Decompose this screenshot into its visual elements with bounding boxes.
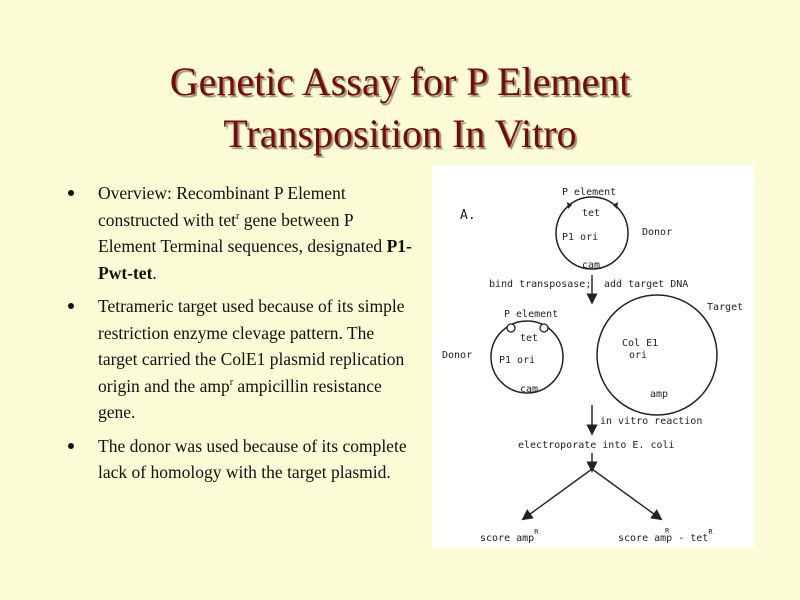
bullet-dot — [68, 442, 74, 449]
donor2-plasmid-circle — [490, 320, 564, 394]
bullet-dot — [68, 303, 74, 309]
slide-title: Genetic Assay for P Element Transpositio… — [40, 56, 760, 160]
result-left: score ampR — [480, 528, 539, 544]
step1-right-label: add target DNA — [604, 279, 688, 290]
step2-label: in vitro reaction — [600, 416, 702, 427]
title-line-2: Transposition In Vitro — [223, 111, 577, 156]
donor1-p-element-label: P element — [562, 187, 616, 198]
branch-arrow-right — [591, 468, 663, 521]
donor2-ori-label: P1 ori — [499, 355, 535, 366]
donor1-label: Donor — [642, 227, 672, 238]
target-label: Target — [707, 302, 743, 313]
donor1-cam-label: cam — [582, 260, 600, 271]
donor1-plasmid-circle — [555, 196, 629, 270]
target-ori-line2: ori — [629, 350, 647, 361]
panel-label: A. — [460, 208, 476, 223]
donor2-p-element-label: P element — [504, 309, 558, 320]
target-amp-label: amp — [650, 389, 668, 400]
transposase-left — [506, 323, 516, 333]
bullet-overview: Overview: Recombinant P Element construc… — [68, 180, 413, 286]
title-line-1: Genetic Assay for P Element — [169, 59, 631, 104]
donor1-terminal-arrow-right — [613, 202, 618, 209]
target-plasmid-circle — [596, 294, 718, 416]
donor1-ori-label: P1 ori — [562, 232, 598, 243]
step1-left-label: bind transposase; — [489, 279, 591, 290]
donor2-tet-label: tet — [520, 333, 538, 344]
bullet-list: Overview: Recombinant P Element construc… — [68, 180, 413, 493]
bullet-dot — [68, 190, 74, 196]
assay-diagram: A. P element tet P1 ori cam Donor bind t… — [432, 165, 754, 548]
donor2-cam-label: cam — [520, 384, 538, 395]
step3-label: electroporate into E. coli — [518, 440, 675, 451]
branch-arrow-left — [521, 468, 593, 521]
bullet-donor: The donor was used because of its comple… — [68, 433, 413, 486]
donor1-terminal-arrow-left — [567, 202, 572, 209]
target-ori-line1: Col E1 — [622, 338, 658, 349]
donor1-tet-label: tet — [582, 208, 600, 219]
transposase-right — [539, 323, 549, 333]
assay-diagram-svg: A. P element tet P1 ori cam Donor bind t… — [442, 187, 743, 544]
bullet-target: Tetrameric target used because of its si… — [68, 293, 413, 426]
construct-name: P1-Pwt-tet — [98, 236, 412, 283]
result-right: score amp - tetR — [618, 528, 713, 544]
result-right-amp-sup: R — [665, 527, 670, 535]
donor2-label: Donor — [442, 350, 472, 361]
